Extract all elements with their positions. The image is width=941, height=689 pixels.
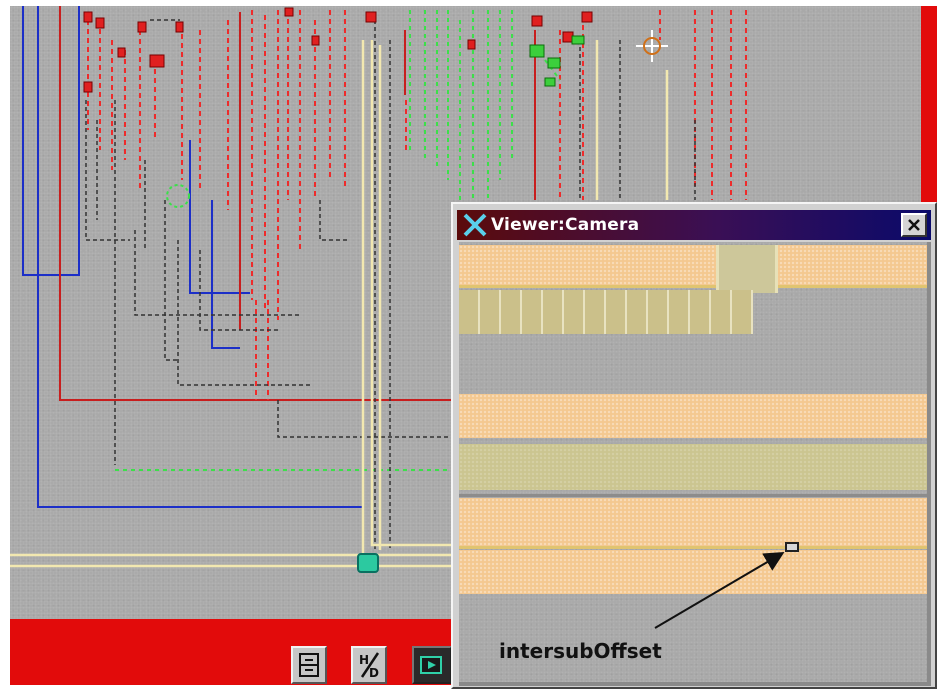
camera-pillar [716, 245, 778, 293]
viewer-viewport[interactable]: intersubOffset [459, 242, 931, 686]
close-icon [908, 219, 920, 231]
play-camera-button[interactable] [412, 646, 452, 684]
viewer-camera-window[interactable]: Viewer:Camera [451, 202, 937, 689]
viewer-title: Viewer:Camera [491, 215, 640, 235]
hd-toggle-button[interactable]: H D [351, 646, 387, 684]
h-over-d-icon: H D [359, 652, 380, 679]
play-camera-icon [420, 656, 442, 674]
camera-band [459, 394, 927, 438]
intersub-offset-handle[interactable] [785, 542, 799, 552]
camera-band [459, 550, 927, 594]
app-logo-icon [463, 213, 487, 237]
selected-node[interactable] [357, 553, 379, 573]
annotation-arrow [654, 551, 785, 629]
camera-band [459, 444, 927, 490]
camera-band [459, 498, 927, 546]
svg-text:D: D [369, 666, 379, 679]
split-panes-button[interactable] [291, 646, 327, 684]
band-divider [459, 494, 927, 497]
viewer-titlebar[interactable]: Viewer:Camera [457, 210, 931, 240]
svg-text:H: H [359, 653, 369, 667]
split-panes-icon [299, 653, 319, 677]
band-divider [459, 546, 927, 549]
band-divider [459, 285, 927, 288]
annotation-label: intersubOffset [499, 639, 662, 663]
close-button[interactable] [901, 213, 927, 237]
camera-band [459, 245, 927, 285]
camera-block-row [459, 290, 753, 334]
